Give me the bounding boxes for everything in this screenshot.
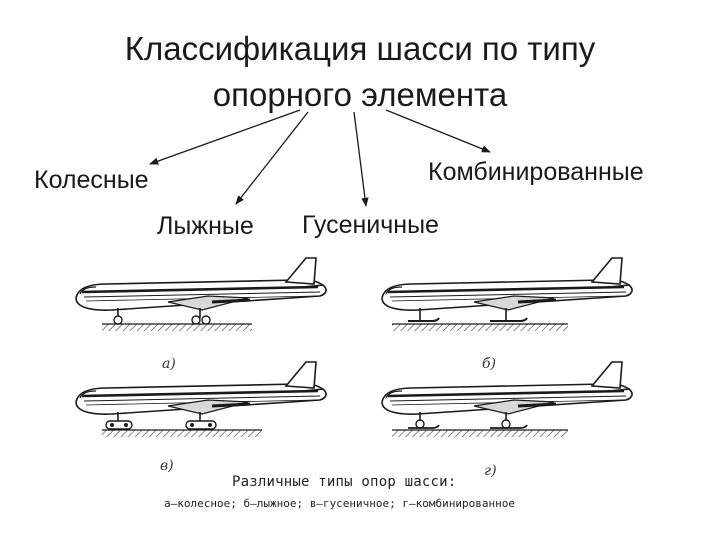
figure-label-d: г) [484, 463, 497, 479]
title-line-1: Классификация шасси по типу [124, 30, 596, 67]
category-tracked: Гусеничные [302, 211, 439, 239]
title-line-2: опорного элемента [212, 76, 508, 113]
arrow-to-track [353, 111, 369, 207]
category-wheeled: Колесные [34, 166, 149, 194]
plane-wheeled-gear [74, 256, 328, 331]
arrow-to-wheel [149, 109, 301, 165]
page-title: Классификация шасси по типу опорного эле… [0, 26, 720, 118]
figure-label-c: в) [160, 458, 174, 474]
figure-caption-title: Различные типы опор шасси: [232, 474, 457, 490]
figure-caption-legend: а—колесное; б—лыжное; в—гусеничное; г—ко… [164, 497, 515, 510]
arrow-to-ski [235, 111, 309, 205]
plane-ski-gear [380, 256, 634, 331]
plane-combined-gear [380, 360, 634, 437]
category-ski: Лыжные [157, 212, 254, 240]
figure-label-a: а) [162, 356, 176, 372]
plane-tracked-gear [74, 360, 328, 437]
figure-label-b: б) [482, 356, 497, 372]
category-combined: Комбинированные [428, 158, 644, 186]
